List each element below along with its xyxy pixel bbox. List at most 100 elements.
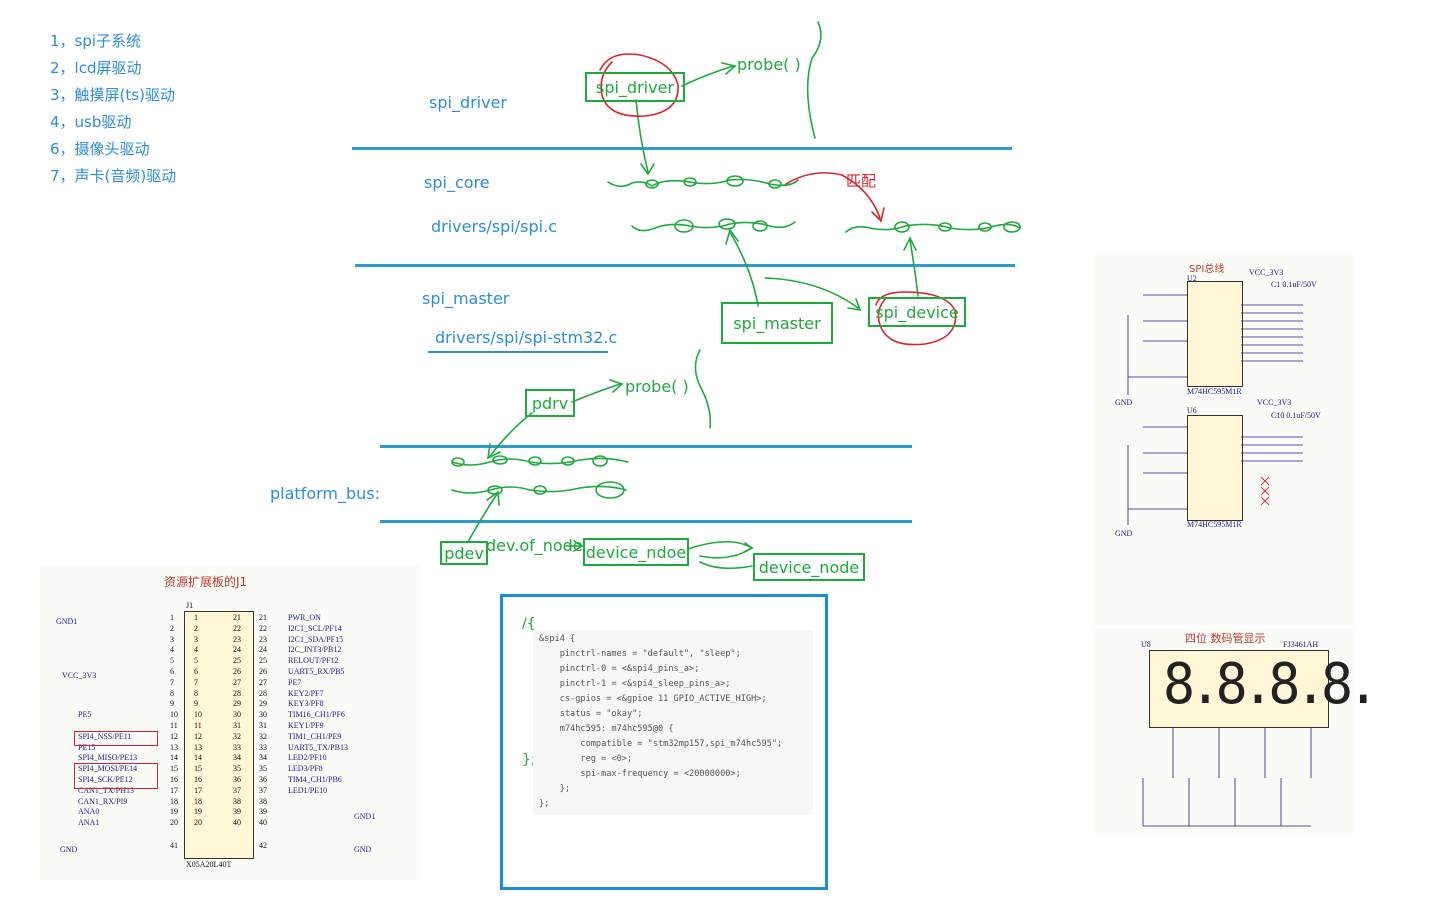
pin-number: 10 — [170, 710, 178, 720]
code-line: compatible = "stm32mp157,spi_m74hc595"; — [539, 739, 783, 749]
display-title: 四位 数码管显示 — [1185, 632, 1266, 645]
pin-number: 29 — [259, 699, 267, 709]
spi-master-box: spi_master — [721, 302, 833, 344]
pin-number: 21 — [259, 613, 267, 622]
outline-item: 2，lcd屏驱动 — [50, 59, 142, 77]
pin-number: 25 — [259, 656, 267, 666]
signal-label: PE15 — [78, 742, 96, 752]
layer-divider — [380, 520, 912, 523]
signal-label: CAN1_TX/PH13 — [78, 785, 135, 795]
spi-bus-wires — [1127, 294, 1303, 525]
pin-number: 14 — [170, 753, 178, 763]
net-gnd1-left: GND1 — [56, 617, 78, 626]
file-underline — [428, 351, 608, 353]
net-gnd-left: GND — [60, 845, 78, 854]
pin-number: 23 — [233, 634, 241, 644]
pin-number: 9 — [170, 699, 174, 709]
u2-ref: U2 — [1187, 274, 1197, 283]
pin-number: 36 — [233, 775, 241, 784]
pin-number: 20 — [170, 818, 178, 828]
pin-number: 15 — [194, 764, 202, 774]
u6-chip — [1187, 415, 1243, 521]
code-root-open: /{ — [522, 616, 536, 632]
layer-label-spi-driver: spi_driver — [429, 93, 508, 112]
pin-number: 37 — [259, 785, 267, 795]
code-line: m74hc595: m74hc595@0 { — [539, 724, 674, 734]
seven-segment-display — [1149, 650, 1329, 728]
pin-number: 2 — [170, 623, 174, 633]
signal-label: PE7 — [288, 677, 302, 687]
layer-divider — [380, 445, 912, 448]
pin-number: 28 — [259, 688, 267, 698]
signal-label: PWR_ON — [288, 613, 321, 622]
pin-number: 4 — [170, 645, 174, 655]
pin-number: 11 — [170, 721, 178, 730]
outline-item: 1，spi子系统 — [50, 32, 142, 50]
pin-number: 27 — [233, 677, 241, 687]
pin-number: 17 — [194, 785, 202, 795]
layer-divider — [352, 147, 1012, 150]
pin-number: 8 — [194, 688, 198, 698]
u2-vcc: VCC_3V3 — [1249, 268, 1284, 277]
pin-number: 17 — [170, 785, 178, 795]
pin-number: 35 — [259, 764, 267, 774]
pin-number: 5 — [194, 656, 198, 666]
signal-label: SPI4_MOSI/PE14 — [78, 764, 138, 774]
pin-number: 7 — [194, 677, 198, 687]
transistor-wires — [1142, 728, 1312, 827]
pin-number: 13 — [170, 742, 178, 752]
u2-cap: C1 0.1uF/50V — [1271, 280, 1317, 289]
match-label: 匹配 — [846, 172, 877, 190]
signal-label: UART5_RX/PB5 — [288, 667, 345, 676]
display-part: FJ3461AH — [1283, 640, 1319, 649]
pin-number: 3 — [194, 634, 198, 644]
layer-label-spi-core-file: drivers/spi/spi.c — [431, 217, 557, 236]
pin-number: 21 — [233, 613, 241, 622]
pin-number: 26 — [259, 667, 267, 676]
signal-label: TIM16_CH1/PF6 — [288, 710, 345, 720]
dev-of-node-label: dev.of_node — [486, 536, 583, 555]
signal-label: PE5 — [78, 710, 92, 720]
pin-number: 19 — [194, 807, 202, 817]
pin-number: 32 — [259, 731, 267, 741]
pin-number: 30 — [233, 710, 241, 720]
pin-number: 13 — [194, 742, 202, 752]
layer-label-spi-master-file: drivers/spi/spi-stm32.c — [435, 328, 618, 347]
signal-label: KEY3/PF8 — [288, 699, 324, 709]
signal-label: I2C_INT3/PB12 — [288, 645, 342, 655]
pin-number: 12 — [194, 731, 202, 741]
pin-number: 41 — [170, 841, 178, 850]
display-ref: U8 — [1141, 640, 1151, 649]
pin-number: 15 — [170, 764, 178, 774]
pin-number: 19 — [170, 807, 178, 817]
pin-number: 29 — [233, 699, 241, 709]
connector-schematic: 资源扩展板的J1 J1 X05A20L40T GND1 VCC_3V3 GND … — [40, 565, 420, 880]
pin-number: 30 — [259, 710, 267, 720]
probe-label-bottom: probe( ) — [625, 377, 689, 396]
pin-number: 1 — [170, 613, 174, 622]
pin-number: 16 — [194, 775, 202, 784]
outline-item: 6，摄像头驱动 — [50, 140, 150, 158]
pin-number: 31 — [233, 721, 241, 730]
spi-driver-box: spi_driver — [585, 72, 685, 102]
probe-label-top: probe( ) — [737, 55, 801, 74]
connector-title: 资源扩展板的J1 — [164, 575, 248, 589]
pin-number: 14 — [194, 753, 202, 763]
layer-label-platform-bus: platform_bus: — [270, 484, 381, 503]
pdrv-box: pdrv — [525, 389, 575, 417]
signal-label: TIM4_CH1/PB6 — [288, 775, 342, 784]
display-schematic: 四位 数码管显示 U8 FJ3461AH 8.8.8.8. — [1093, 628, 1379, 833]
connector-part: X05A20L40T — [186, 860, 232, 869]
pin-number: 18 — [194, 796, 202, 806]
pin-number: 3 — [170, 634, 174, 644]
pin-number: 35 — [233, 764, 241, 774]
layer-label-spi-master: spi_master — [422, 289, 510, 308]
signal-label: UART5_TX/PB13 — [288, 742, 348, 752]
signal-label: CAN1_RX/PI9 — [78, 796, 128, 806]
signal-label: SPI4_SCK/PE12 — [78, 775, 133, 784]
pin-number: 1 — [194, 613, 198, 622]
pin-number: 39 — [233, 807, 241, 817]
signal-label: LED2/PF10 — [288, 753, 327, 763]
device-node-box: device_node — [753, 553, 865, 581]
